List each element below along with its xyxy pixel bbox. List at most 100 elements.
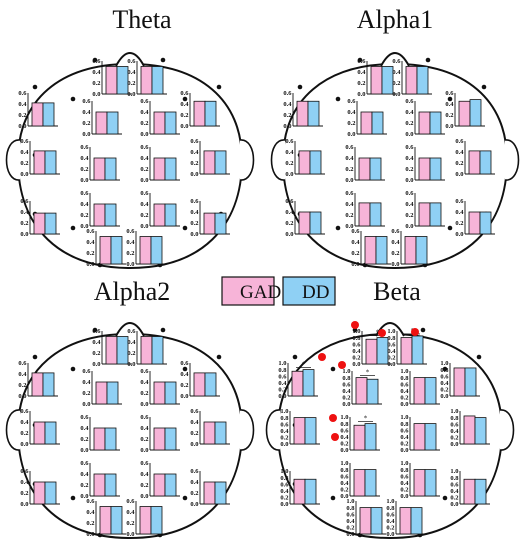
bar-gad (140, 66, 153, 95)
y-tick-label: 0.4 (126, 239, 135, 246)
significance-star: * (366, 369, 370, 377)
bar-dd (104, 427, 117, 451)
y-tick-label: 0.2 (405, 120, 413, 127)
bar-panel: 0.00.20.40.60.81.0 (340, 460, 380, 500)
y-tick-label: 0.0 (387, 361, 395, 368)
electrode-dot (216, 354, 222, 360)
y-tick-label: 0.8 (450, 415, 459, 422)
bar-gad (358, 157, 371, 181)
y-tick-label: 0.4 (280, 428, 289, 435)
bar-gad (418, 202, 431, 227)
y-tick-label: 0.4 (20, 209, 29, 216)
bar-panel: 0.00.20.40.6 (20, 408, 60, 448)
y-tick-label: 0.6 (80, 190, 89, 197)
y-tick-label: 0.6 (405, 190, 414, 197)
bar-panel: 0.00.20.40.6 (140, 144, 180, 184)
y-tick-label: 0.6 (127, 58, 136, 65)
bar-gad (365, 338, 378, 365)
electrode-dot (182, 225, 188, 231)
legend-swatch-dd (282, 276, 336, 306)
y-tick-label: 0.0 (80, 223, 88, 230)
bar-panel: 0.00.20.40.6 (140, 414, 180, 454)
bar-dd (366, 378, 379, 405)
y-tick-label: 0.6 (400, 427, 409, 434)
y-tick-label: 0.2 (20, 160, 28, 167)
bar-dd (429, 202, 442, 227)
bar-gad (153, 381, 166, 405)
electrode-dot (447, 96, 453, 102)
bar-panel: 0.00.20.40.6 (345, 190, 385, 230)
y-tick-label: 0.4 (82, 379, 91, 386)
bar-dd (204, 372, 217, 397)
y-tick-label: 0.2 (400, 487, 408, 494)
bar-gad (399, 507, 412, 535)
y-tick-label: 0.8 (386, 505, 395, 512)
bar-panel: 0.00.20.40.6 (82, 98, 122, 138)
bar-dd (375, 236, 388, 265)
bar-dd (214, 212, 227, 235)
y-tick-label: 0.0 (285, 171, 293, 178)
y-tick-label: 0.0 (140, 447, 148, 454)
y-tick-label: 0.0 (80, 447, 88, 454)
bar-dd (150, 236, 163, 265)
bar-panel: 0.00.20.40.6 (20, 468, 60, 508)
y-tick-label: 0.0 (80, 177, 88, 184)
y-tick-label: 0.4 (400, 388, 409, 395)
y-tick-label: 0.2 (140, 166, 148, 173)
y-tick-label: 0.2 (455, 220, 463, 227)
significance-star: * (364, 415, 368, 423)
y-tick-label: 0.0 (283, 123, 291, 130)
bar-panel: 0.00.20.40.6 (18, 90, 58, 130)
bar-dd (164, 381, 177, 405)
y-tick-label: 0.8 (346, 505, 355, 512)
y-tick-label: 0.2 (126, 250, 134, 257)
y-tick-label: 0.6 (140, 190, 149, 197)
legend-label-dd: DD (302, 282, 329, 303)
bar-gad (33, 212, 46, 235)
y-tick-label: 0.6 (140, 368, 149, 375)
y-tick-label: 0.4 (342, 388, 351, 395)
bar-panel: 0.00.20.40.60.81.0 (400, 460, 440, 500)
bar-panel: 0.00.20.40.6 (140, 98, 180, 138)
y-tick-label: 0.6 (20, 198, 29, 205)
bar-panel: 0.00.20.40.6 (80, 144, 120, 184)
electrode-dot (352, 327, 358, 333)
y-tick-label: 0.2 (285, 220, 293, 227)
bar-dd (214, 481, 227, 505)
y-tick-label: 0.2 (20, 430, 28, 437)
bar-panel: 0.00.20.40.6 (180, 90, 220, 130)
y-tick-label: 0.2 (80, 212, 88, 219)
electrode-dot (70, 495, 76, 501)
y-tick-label: 1.0 (278, 360, 286, 367)
bar-gad (153, 111, 166, 135)
y-tick-label: 0.2 (405, 212, 413, 219)
y-tick-label: 0.0 (345, 223, 353, 230)
bar-panel: 0.00.20.40.6 (126, 228, 166, 268)
bar-dd (151, 66, 164, 95)
electrode-dot (425, 57, 431, 63)
electrode-dot (481, 84, 487, 90)
bar-panel: 0.00.20.40.6 (285, 138, 325, 178)
y-tick-label: 0.2 (346, 525, 354, 532)
y-tick-label: 1.0 (400, 368, 408, 375)
y-tick-label: 0.4 (405, 155, 414, 162)
y-tick-label: 0.6 (20, 468, 29, 475)
y-tick-label: 0.2 (190, 160, 198, 167)
y-tick-label: 0.4 (80, 471, 89, 478)
y-tick-label: 0.0 (280, 501, 288, 508)
y-tick-label: 0.4 (20, 419, 29, 426)
bar-dd (371, 111, 384, 135)
bar-panel: 0.00.20.40.6 (392, 58, 432, 98)
y-tick-label: 0.0 (455, 231, 463, 238)
bar-gad (153, 203, 166, 227)
bar-panel: 0.00.20.40.60.81.0 (346, 498, 386, 538)
y-tick-label: 0.4 (127, 69, 136, 76)
bar-gad (353, 424, 366, 451)
y-tick-label: 0.2 (440, 387, 448, 394)
bar-gad (153, 427, 166, 451)
bar-dd (364, 469, 377, 497)
y-tick-label: 0.0 (391, 261, 399, 268)
y-tick-label: 0.4 (357, 69, 366, 76)
bar-panel: 0.00.20.40.6 (405, 190, 445, 230)
bar-panel: 0.00.20.40.6 (18, 360, 58, 400)
